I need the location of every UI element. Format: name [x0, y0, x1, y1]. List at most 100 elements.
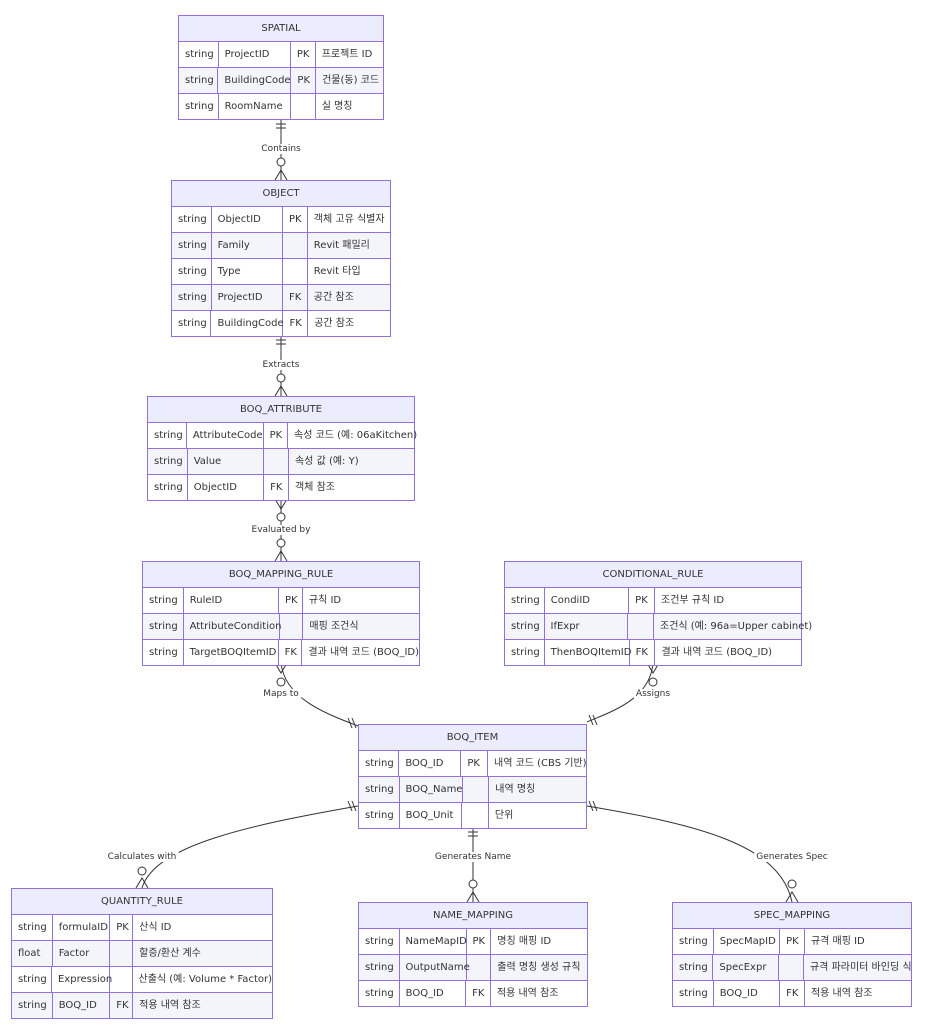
rel-label-generates-name: Generates Name	[432, 852, 514, 862]
attribute-name: IfExpr	[545, 614, 629, 639]
attribute-name: RoomName	[219, 94, 291, 119]
attribute-comment: 프로젝트 ID	[321, 49, 373, 60]
attribute-comment: 속성 값 (예: Y)	[294, 456, 359, 467]
attribute-type: string	[505, 640, 545, 665]
attribute-name: CondiID	[545, 588, 630, 613]
attribute-type: string	[505, 588, 545, 613]
attribute-name: BOQ_ID	[53, 993, 111, 1018]
attribute-comment: 결과 내역 코드 (BOQ_ID)	[308, 647, 419, 658]
zero-marker	[276, 538, 286, 548]
attribute-comment: 객체 참조	[294, 482, 335, 493]
attribute-type: string	[12, 967, 52, 992]
entity-title: NAME_MAPPING	[359, 903, 587, 929]
many-marker	[274, 550, 288, 562]
attribute-name: ProjectID	[219, 42, 291, 67]
attribute-name: NameMapID	[400, 929, 467, 954]
attribute-key	[283, 259, 308, 284]
one-only-marker	[588, 800, 594, 812]
attribute-name: Type	[212, 259, 283, 284]
attribute-key: PK	[110, 915, 134, 940]
attribute-key: PK	[629, 588, 656, 613]
entity-title: SPATIAL	[179, 16, 383, 42]
attribute-name: Value	[188, 449, 265, 474]
attribute-comment: 실 명칭	[321, 101, 353, 112]
attribute-name: SpecMapID	[714, 929, 781, 954]
attribute-type: string	[505, 614, 545, 639]
rel-label-calculates-with: Calculates with	[105, 852, 179, 862]
zero-marker	[787, 879, 797, 889]
line-maps-to	[280, 662, 359, 727]
attribute-comment: 산출식 (예: Volume * Factor)	[138, 974, 273, 985]
attribute-comment: 명칭 매핑 ID	[497, 936, 552, 947]
attribute-type: string	[143, 614, 184, 639]
attribute-name: formulaID	[53, 915, 111, 940]
attribute-key: PK	[283, 207, 308, 232]
attribute-comment: 출력 명칭 생성 규칙	[497, 962, 581, 973]
zero-marker	[137, 866, 147, 876]
attribute-name: BOQ_Name	[400, 777, 463, 802]
attribute-key	[467, 955, 492, 980]
attribute-key	[280, 614, 304, 639]
attribute-type: string	[148, 475, 188, 500]
attribute-type: string	[359, 803, 400, 828]
rel-label-contains: Contains	[259, 144, 303, 154]
entity-title: OBJECT	[172, 181, 390, 207]
attribute-name: BOQ_Unit	[400, 803, 463, 828]
attribute-type: string	[359, 981, 400, 1006]
attribute-comment: Revit 패밀리	[313, 240, 370, 251]
attribute-key: FK	[264, 475, 289, 500]
attribute-name: ThenBOQItemID	[545, 640, 631, 665]
attribute-comment: 내역 코드 (CBS 기반)	[494, 758, 587, 769]
attribute-type: string	[179, 42, 219, 67]
attribute-name: ObjectID	[212, 207, 283, 232]
rel-label-extracts: Extracts	[260, 360, 302, 370]
attribute-name: TargetBOQItemID	[184, 640, 279, 665]
zero-marker	[468, 879, 478, 889]
many-marker	[274, 385, 288, 397]
rel-label-evaluated-by: Evaluated by	[249, 525, 313, 535]
attribute-key: PK	[291, 42, 316, 67]
attribute-comment: 규칙 ID	[308, 595, 342, 606]
attribute-comment: 산식 ID	[139, 922, 172, 933]
attribute-comment: 적용 내역 참조	[810, 988, 873, 999]
one-only-marker	[351, 717, 357, 729]
many-marker	[466, 891, 480, 903]
attribute-type: string	[172, 285, 212, 310]
attribute-key: FK	[630, 640, 656, 665]
attribute-type: string	[673, 981, 714, 1006]
attribute-comment: 공간 참조	[314, 318, 355, 329]
attribute-key: FK	[283, 311, 309, 336]
rel-label-assigns: Assigns	[633, 689, 673, 699]
attribute-key: FK	[780, 981, 805, 1006]
attribute-type: string	[179, 68, 219, 93]
line-generates-spec	[586, 805, 793, 903]
attribute-key: FK	[466, 981, 491, 1006]
entity-title: SPEC_MAPPING	[673, 903, 911, 929]
attribute-type: string	[172, 207, 212, 232]
one-only-marker	[347, 800, 353, 812]
attribute-key	[462, 803, 489, 828]
attribute-comment: 내역 명칭	[495, 784, 536, 795]
attribute-name: Expression	[52, 967, 112, 992]
zero-marker	[276, 157, 286, 167]
one-only-marker	[588, 714, 594, 726]
attribute-name: AttributeCode	[187, 423, 264, 448]
attribute-name: ObjectID	[188, 475, 265, 500]
attribute-name: BOQ_ID	[399, 751, 462, 776]
